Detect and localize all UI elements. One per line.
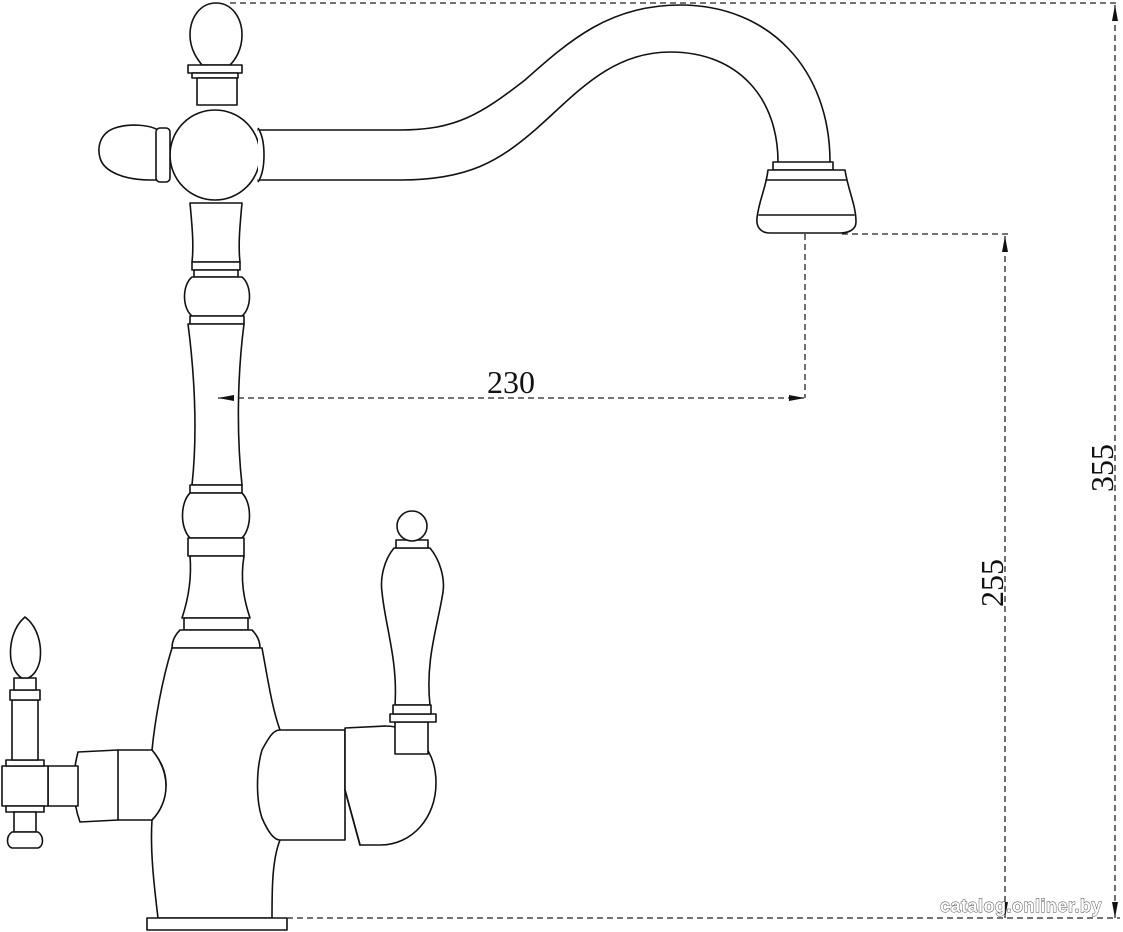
right-handle (256, 510, 445, 846)
dimension-255-label: 255 (974, 559, 1010, 607)
column (171, 202, 261, 649)
side-knob (98, 124, 159, 181)
aerator (756, 169, 857, 234)
watermark: catalog.onliner.by (940, 896, 1102, 916)
dimension-355-label: 355 (1084, 444, 1120, 492)
ball-joint (98, 109, 265, 201)
left-lever (1, 616, 167, 849)
dimension-230-label: 230 (487, 364, 535, 400)
dimension-lines (218, 2, 1120, 919)
base-plate (146, 917, 288, 931)
handle-lever (380, 547, 445, 706)
faucet-body (146, 647, 288, 931)
top-finial (187, 2, 243, 106)
spout (257, 4, 857, 234)
